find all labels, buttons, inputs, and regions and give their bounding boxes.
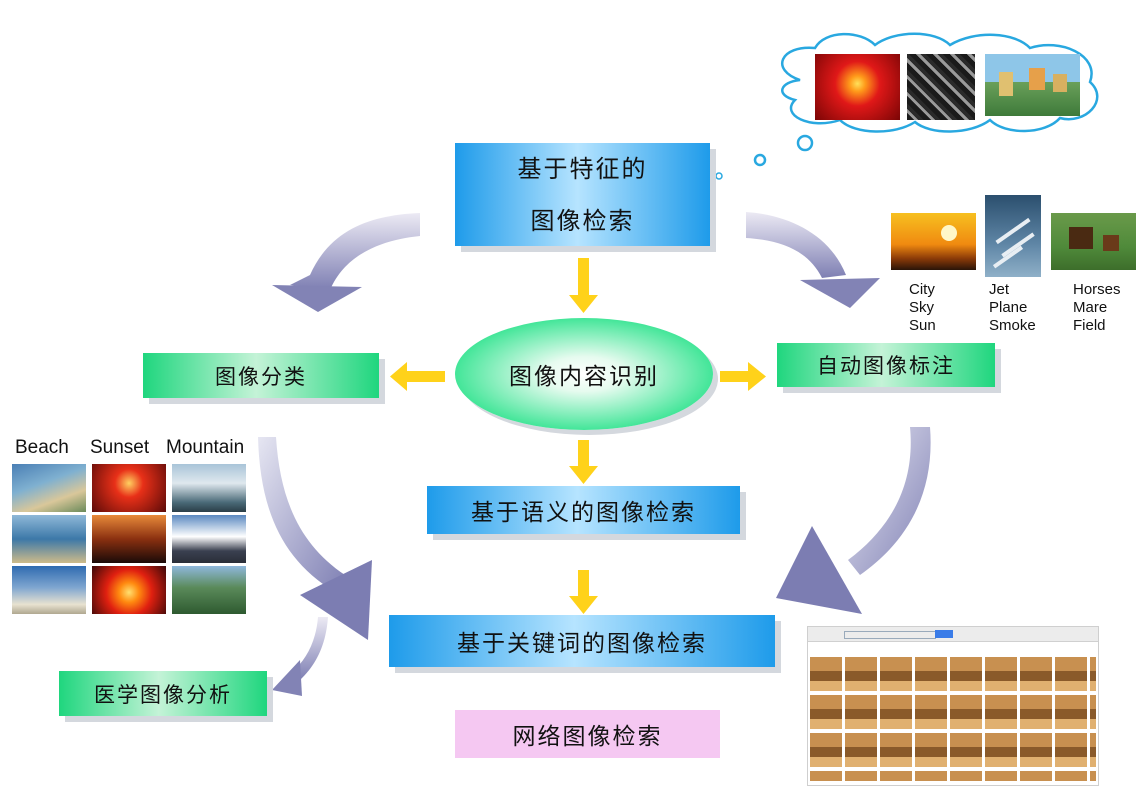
- mountain-photo: [172, 515, 246, 563]
- feature-box-line1: 基于特征的: [517, 154, 648, 183]
- classification-label: 图像分类: [215, 364, 307, 389]
- cloud-photo-toy-scene: [985, 54, 1080, 116]
- result-thumbnails: [810, 657, 1096, 781]
- auto-annotation-box: 自动图像标注: [777, 343, 995, 387]
- mountain-photo: [172, 464, 246, 512]
- curved-arrow-to-medical: [272, 617, 328, 696]
- image-recognition-ellipse: 图像内容识别: [455, 318, 713, 430]
- yellow-arrow-semantic-to-keyword: [569, 570, 598, 614]
- beach-photo: [12, 566, 86, 614]
- category-label-mountain: Mountain: [166, 437, 245, 458]
- sunset-photo: [92, 464, 166, 512]
- cloud-bubble-large: [796, 134, 814, 152]
- cloud-photo-texture: [907, 54, 975, 120]
- annotation-photo-sunset-city: [891, 213, 976, 270]
- annotation-label: 自动图像标注: [817, 354, 955, 378]
- feature-box-line2: 图像检索: [530, 206, 635, 235]
- semantic-label: 基于语义的图像检索: [471, 500, 696, 526]
- cloud-bubble-medium: [753, 153, 767, 167]
- sunset-photo: [92, 566, 166, 614]
- medical-analysis-box: 医学图像分析: [59, 671, 267, 716]
- recognition-label: 图像内容识别: [509, 364, 659, 390]
- semantic-retrieval-box: 基于语义的图像检索: [427, 486, 740, 534]
- beach-photo: [12, 515, 86, 563]
- medical-label: 医学图像分析: [94, 682, 232, 707]
- curved-arrow-feature-to-classification: [272, 213, 420, 312]
- beach-photo: [12, 464, 86, 512]
- yellow-arrows: [390, 258, 766, 614]
- mountain-photo: [172, 566, 246, 614]
- curved-arrow-feature-to-annotation: [746, 212, 880, 308]
- annotation-tags-sunset: City Sky Sun: [909, 281, 936, 334]
- yellow-arrow-recognition-to-classification: [390, 362, 445, 391]
- yellow-arrow-recognition-to-annotation: [720, 362, 766, 391]
- cloud-photo-flower: [815, 54, 900, 120]
- search-bar: [844, 631, 936, 639]
- curved-arrow-classification-to-keyword: [258, 437, 372, 640]
- web-retrieval-box: 网络图像检索: [455, 710, 720, 758]
- annotation-photo-jets: [985, 195, 1041, 277]
- web-search-screenshot: [807, 626, 1099, 786]
- curved-arrow-annotation-to-keyword: [776, 427, 931, 614]
- category-label-sunset: Sunset: [90, 437, 150, 458]
- sunset-photo: [92, 515, 166, 563]
- annotation-tags-horses: Horses Mare Field: [1073, 281, 1121, 334]
- image-classification-box: 图像分类: [143, 353, 379, 398]
- annotation-tags-jets: Jet Plane Smoke: [989, 281, 1036, 334]
- keyword-retrieval-box: 基于关键词的图像检索: [389, 615, 775, 667]
- cloud-bubble-small: [715, 172, 723, 180]
- search-button: [935, 630, 953, 638]
- keyword-label: 基于关键词的图像检索: [457, 631, 707, 657]
- web-label: 网络图像检索: [512, 724, 663, 750]
- annotation-photo-horses: [1051, 213, 1136, 270]
- yellow-arrow-feature-to-recognition: [569, 258, 598, 313]
- category-label-beach: Beach: [15, 437, 69, 458]
- feature-based-retrieval-box: 基于特征的 图像检索: [455, 143, 710, 246]
- yellow-arrow-recognition-to-semantic: [569, 440, 598, 484]
